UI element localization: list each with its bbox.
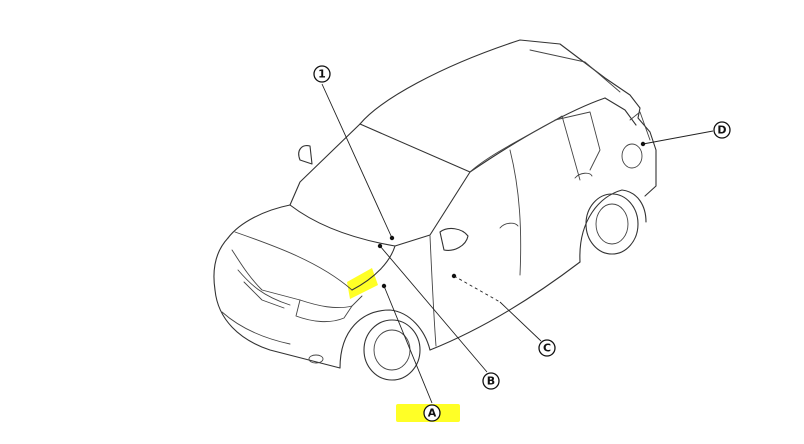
callout-a: A	[423, 404, 441, 422]
callout-d-text: D	[717, 124, 726, 137]
callout-b-text: B	[487, 375, 495, 388]
location-dot-c	[451, 273, 457, 279]
leader-c	[499, 301, 542, 342]
location-dot-a	[381, 283, 387, 289]
callout-c: C	[538, 339, 556, 357]
location-dot-1	[389, 235, 395, 241]
leader-1	[321, 83, 393, 239]
leader-a	[383, 285, 433, 404]
leader-d	[642, 130, 714, 145]
car-outline	[213, 39, 657, 381]
leader-c-dashed	[453, 275, 501, 303]
callout-1-text: 1	[318, 68, 326, 81]
leader-b	[379, 245, 488, 373]
callout-c-text: C	[543, 342, 551, 355]
callout-d: D	[713, 121, 731, 139]
location-dot-b	[377, 243, 383, 249]
location-dot-d	[640, 141, 646, 147]
callout-a-text: A	[428, 407, 437, 420]
callout-b: B	[482, 372, 500, 390]
callout-1: 1	[313, 65, 331, 83]
